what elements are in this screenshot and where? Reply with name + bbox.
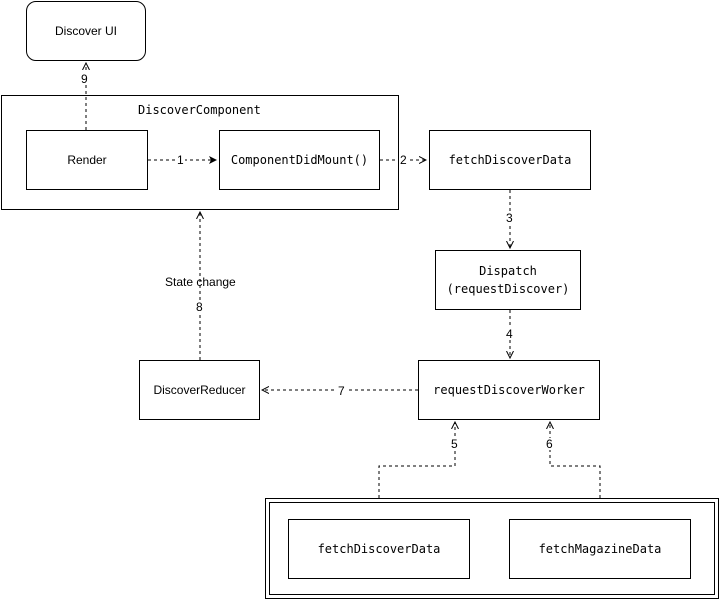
request-discover-worker-label: requestDiscoverWorker <box>433 383 585 397</box>
fetch-discover-data-label: fetchDiscoverData <box>448 153 572 167</box>
discover-component-title: DiscoverComponent <box>138 103 261 117</box>
fetch-magazine-data-label: fetchMagazineData <box>538 542 662 556</box>
component-did-mount-node: ComponentDidMount() <box>219 130 380 190</box>
discover-reducer-node: DiscoverReducer <box>139 360 260 420</box>
dispatch-node: Dispatch (requestDiscover) <box>435 250 581 310</box>
fetch-discover-data-node-bottom: fetchDiscoverData <box>288 519 470 579</box>
edge-6 <box>550 422 601 498</box>
edge-5 <box>378 422 455 498</box>
edge-1-label: 1 <box>176 153 185 167</box>
dispatch-label: Dispatch (requestDiscover) <box>446 264 570 296</box>
edge-2-label: 2 <box>399 153 408 167</box>
render-node: Render <box>26 130 148 190</box>
component-did-mount-label: ComponentDidMount() <box>230 153 369 167</box>
edge-3-label: 3 <box>505 211 514 225</box>
fetch-group-inner <box>269 502 715 595</box>
edge-5-label: 5 <box>450 437 459 451</box>
fetch-group-outer <box>265 498 719 599</box>
fetch-discover-data-node: fetchDiscoverData <box>429 130 591 190</box>
edge-8-label: 8 <box>195 300 204 314</box>
edge-8-note: State change <box>165 275 236 289</box>
discover-ui-node: Discover UI <box>26 1 146 61</box>
discover-ui-label: Discover UI <box>54 24 117 38</box>
request-discover-worker-node: requestDiscoverWorker <box>418 360 600 420</box>
edge-7-label: 7 <box>337 384 346 398</box>
fetch-magazine-data-node: fetchMagazineData <box>509 519 691 579</box>
fetch-discover-data-bottom-label: fetchDiscoverData <box>317 542 441 556</box>
discover-component-container <box>1 95 399 210</box>
edge-9-label: 9 <box>80 72 89 86</box>
render-label: Render <box>67 153 107 167</box>
discover-reducer-label: DiscoverReducer <box>153 383 246 397</box>
edge-6-label: 6 <box>545 437 554 451</box>
edge-4-label: 4 <box>505 327 514 341</box>
